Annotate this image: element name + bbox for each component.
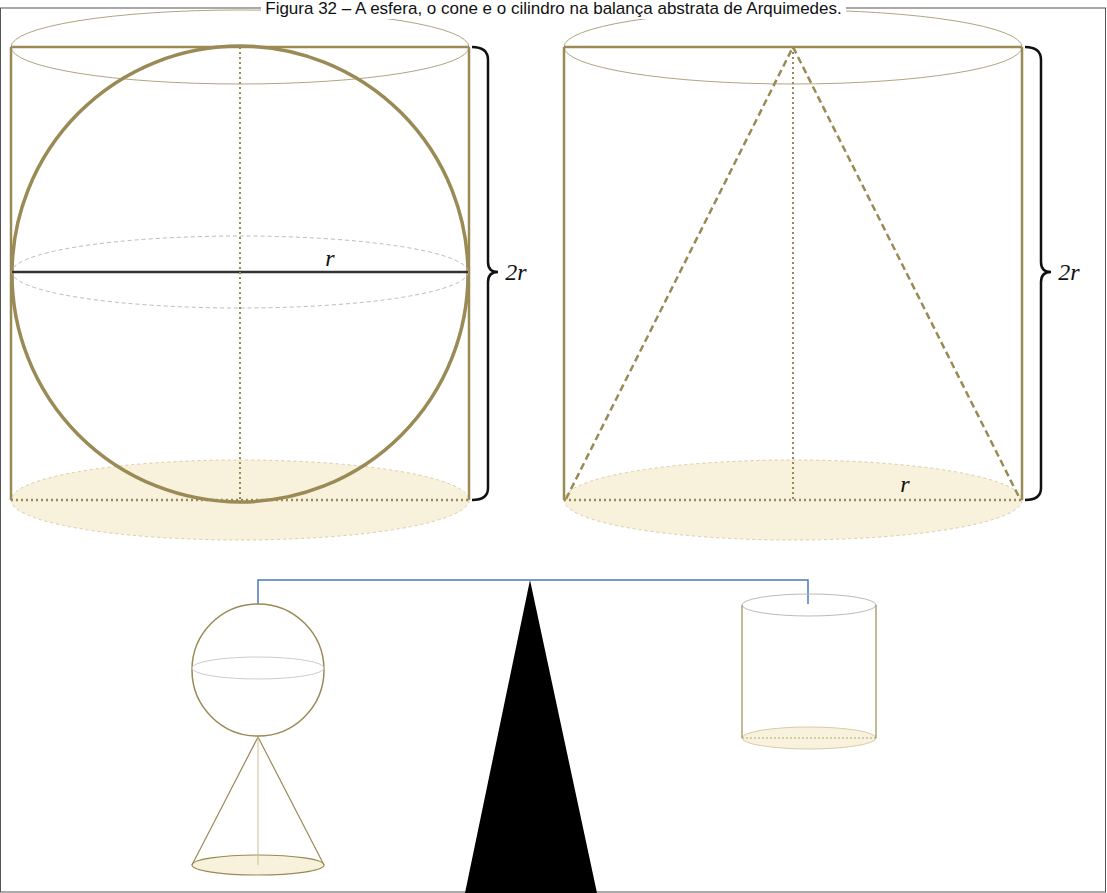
height-label: 2r xyxy=(503,260,528,284)
fulcrum xyxy=(465,580,597,893)
cylinder-with-sphere xyxy=(11,10,469,540)
cylinder-with-cone xyxy=(564,10,1022,540)
height-label: 2r xyxy=(1056,260,1081,284)
height-bracket xyxy=(472,47,498,500)
balance xyxy=(192,580,876,893)
balance-beam xyxy=(258,580,808,604)
radius-label: r xyxy=(898,472,911,496)
height-bracket xyxy=(1025,47,1051,500)
figure-frame xyxy=(1,8,1106,892)
figure-caption: Figura 32 – A esfera, o cone e o cilindr… xyxy=(261,0,845,19)
radius-label: r xyxy=(323,246,336,270)
